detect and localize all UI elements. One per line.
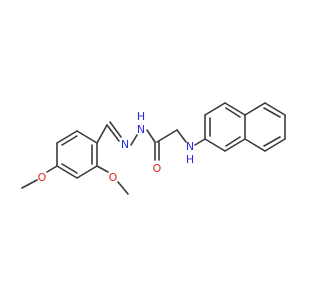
- bond: [96, 124, 108, 144]
- bond: [56, 165, 78, 179]
- bond: [46, 165, 58, 173]
- bonds: [21, 102, 286, 195]
- molecule-canvas: O O N N H O N H: [21, 102, 286, 195]
- bond: [146, 129, 156, 143]
- atom-oxygen-methoxy-ortho: O: [109, 171, 118, 184]
- bond: [106, 124, 120, 142]
- bond: [76, 130, 98, 144]
- atom-nitrogen-imine: N: [121, 138, 129, 151]
- bond: [176, 129, 187, 143]
- bond: [21, 179, 38, 189]
- molecule-structure-diagram: O O N N H O N H: [21, 102, 286, 195]
- atom-hydrogen-hydrazide: H: [137, 110, 145, 123]
- bond-aromatic: [225, 136, 241, 147]
- bond: [109, 121, 122, 138]
- bond-aromatic: [263, 107, 281, 118]
- bond: [224, 138, 246, 152]
- bond-aromatic: [61, 135, 78, 146]
- bond: [244, 138, 266, 152]
- bond: [244, 102, 266, 116]
- bond: [117, 181, 129, 195]
- bond-aromatic: [263, 136, 281, 147]
- bond-aromatic: [225, 107, 241, 118]
- bond: [56, 130, 78, 144]
- bond: [224, 102, 246, 116]
- bond-aromatic: [61, 163, 78, 174]
- atom-oxygen-methoxy-para: O: [38, 171, 47, 184]
- atom-nitrogen-amine: N: [186, 140, 194, 153]
- atom-labels: O O N N H O N H: [38, 110, 194, 184]
- bond: [130, 134, 138, 146]
- atom-nitrogen-hydrazide: N: [137, 123, 145, 136]
- bond: [194, 138, 206, 146]
- bond: [96, 165, 109, 173]
- atom-hydrogen-amine: H: [186, 153, 194, 166]
- bond: [264, 102, 286, 116]
- bond: [76, 165, 98, 179]
- bond: [204, 102, 226, 116]
- bond: [156, 129, 178, 143]
- bond: [264, 138, 286, 152]
- atom-oxygen-carbonyl: O: [153, 162, 162, 175]
- bond: [204, 138, 226, 152]
